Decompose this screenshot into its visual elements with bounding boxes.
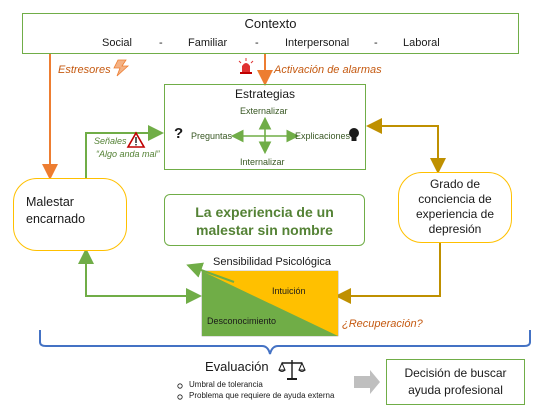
stressors-label: Estresores xyxy=(58,64,111,76)
intuition-area-overlay xyxy=(202,271,338,336)
awareness-line4: depresión xyxy=(428,222,482,236)
warning-icon xyxy=(126,131,146,148)
context-item-social: Social xyxy=(102,37,132,49)
awareness-box: Grado de conciencia de experiencia de de… xyxy=(398,172,512,243)
embodied-distress-box: Malestar encarnado xyxy=(13,178,127,251)
context-separator: - xyxy=(255,37,259,49)
siren-icon xyxy=(238,58,254,74)
distress-sensitivity-arrow xyxy=(78,248,202,304)
strategy-explanations: Explicaciones xyxy=(295,131,351,141)
strategy-internalize: Internalizar xyxy=(240,157,285,167)
awareness-line2: conciencia de xyxy=(418,192,492,206)
recovery-arrow xyxy=(335,243,441,304)
awareness-line3: experiencia de xyxy=(415,207,495,221)
decision-line2: ayuda profesional xyxy=(408,383,503,397)
central-line2: malestar sin nombre xyxy=(196,222,333,238)
strategy-externalize: Externalizar xyxy=(240,106,288,116)
something-wrong-label: “Algo anda mal” xyxy=(96,149,160,159)
intuition-label: Intuición xyxy=(272,286,306,296)
context-title: Contexto xyxy=(244,16,297,31)
context-box: Contexto Social - Familiar - Interperson… xyxy=(22,13,519,54)
decision-arrow xyxy=(354,370,380,394)
strategy-questions: Preguntas xyxy=(191,131,233,141)
evaluation-title: Evaluación xyxy=(205,359,269,374)
unknown-label: Desconocimiento xyxy=(207,316,277,326)
strategies-title: Estrategias xyxy=(234,87,296,101)
context-item-laboral: Laboral xyxy=(403,37,440,49)
sensitivity-arrow xyxy=(186,262,235,283)
evaluation-item-tolerance: Umbral de tolerancia xyxy=(189,380,263,389)
lightning-icon xyxy=(113,59,130,77)
central-line1: La experiencia de un xyxy=(195,204,334,220)
strategies-box: Estrategias Externalizar Internalizar Pr… xyxy=(164,84,366,170)
context-item-familiar: Familiar xyxy=(188,37,228,49)
distress-line1: Malestar xyxy=(26,195,74,209)
evaluation-item-external-help: Problema que requiere de ayuda externa xyxy=(189,391,335,400)
signals-label: Señales xyxy=(94,136,127,146)
context-item-interpersonal: Interpersonal xyxy=(285,37,350,49)
alarms-label: Activación de alarmas xyxy=(274,64,382,76)
evaluation-brace xyxy=(39,330,531,355)
decision-box: Decisión de buscar ayuda profesional xyxy=(386,359,525,405)
question-mark-icon: ? xyxy=(174,125,184,142)
central-experience-box: La experiencia de un malestar sin nombre xyxy=(164,194,365,246)
decision-line1: Decisión de buscar xyxy=(404,366,507,380)
scales-icon xyxy=(278,360,306,380)
context-separator: - xyxy=(159,37,163,49)
distress-line2: encarnado xyxy=(26,212,86,226)
sensitivity-title: Sensibilidad Psicológica xyxy=(213,256,332,268)
bullet-icon xyxy=(177,383,183,389)
bullet-icon xyxy=(177,394,183,400)
recovery-label: ¿Recuperación? xyxy=(342,318,423,330)
awareness-line1: Grado de xyxy=(429,177,481,191)
lightbulb-icon xyxy=(349,128,359,141)
strategies-awareness-arrow xyxy=(366,118,446,174)
context-separator: - xyxy=(374,37,378,49)
